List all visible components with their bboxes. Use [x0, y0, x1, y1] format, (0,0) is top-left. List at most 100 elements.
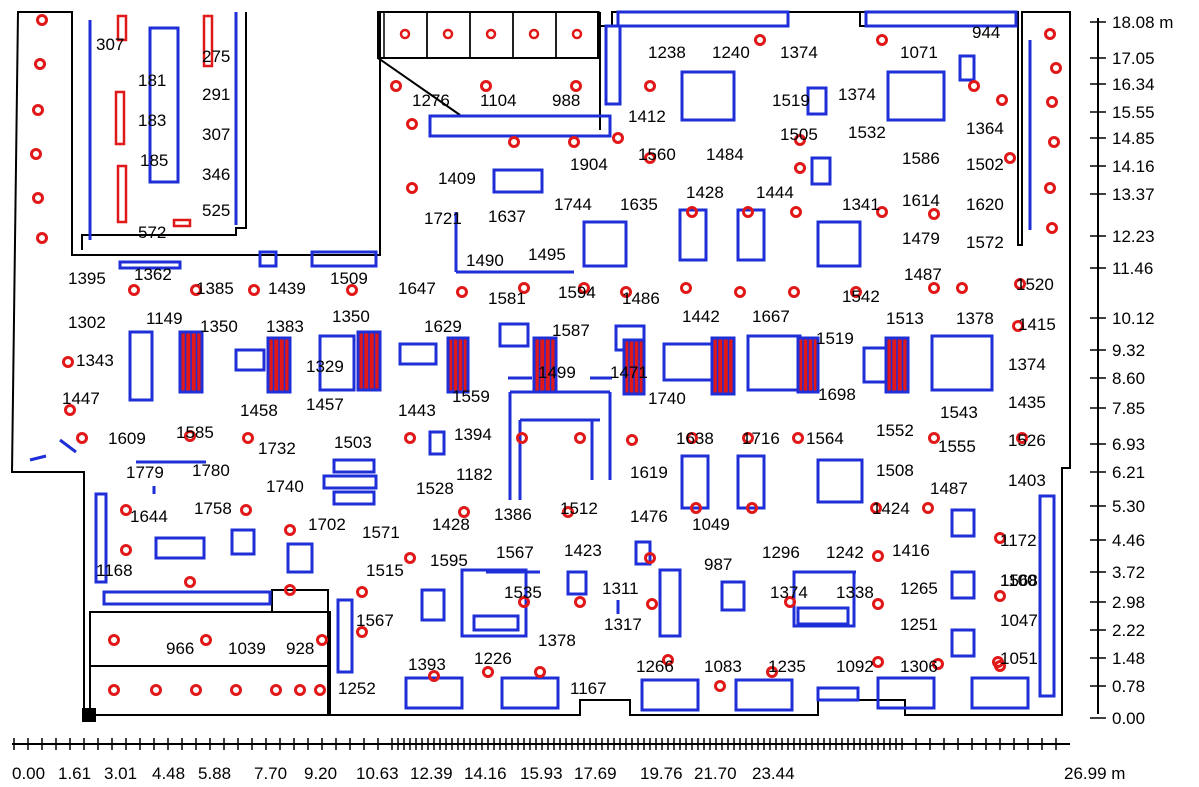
- room-label: 1716: [742, 429, 780, 448]
- room-label: 1378: [956, 309, 994, 328]
- chair-dot: [680, 282, 692, 294]
- chair-dot: [562, 506, 574, 518]
- table: [746, 334, 802, 392]
- room-label: 1581: [488, 289, 526, 308]
- table: [322, 474, 378, 490]
- chair-dot: [184, 430, 196, 442]
- chair-dot: [870, 502, 882, 514]
- chair-dot: [574, 432, 586, 444]
- room-label: 1499: [538, 363, 576, 382]
- chair-dot: [792, 432, 804, 444]
- chair-dot: [690, 502, 702, 514]
- room-label: 1495: [528, 245, 566, 264]
- chair-dot: [620, 286, 632, 298]
- room-label: 1338: [836, 583, 874, 602]
- table: [398, 342, 438, 366]
- room-label: 1572: [966, 233, 1004, 252]
- x-scale-label: 5.88: [198, 764, 231, 783]
- chair-block: [172, 218, 192, 228]
- room-label: 1758: [194, 499, 232, 518]
- chair-dot: [284, 584, 296, 596]
- room-label: 1238: [648, 43, 686, 62]
- room-label: 1306: [900, 657, 938, 676]
- room-label: 1635: [620, 195, 658, 214]
- y-scale-label: 6.93: [1112, 435, 1145, 454]
- room-label: 1457: [306, 395, 344, 414]
- room-label: 1594: [558, 283, 596, 302]
- y-scale-label: 5.30: [1112, 497, 1145, 516]
- room-label: 1487: [904, 265, 942, 284]
- table: [332, 458, 376, 474]
- table: [472, 614, 520, 632]
- room-label: 1779: [126, 463, 164, 482]
- table: [806, 86, 828, 116]
- room-label: 1415: [1018, 315, 1056, 334]
- table: [680, 454, 710, 510]
- chair-dot: [1014, 278, 1026, 290]
- room-label: 1702: [308, 515, 346, 534]
- room-label: 1509: [330, 269, 368, 288]
- seat-row: [884, 336, 910, 394]
- chair-dot: [518, 282, 530, 294]
- chair-dot: [200, 634, 212, 646]
- room-label: 1266: [636, 657, 674, 676]
- room-label: 1395: [68, 269, 106, 288]
- room-label: 1051: [1000, 649, 1038, 668]
- chair-dot: [390, 80, 402, 92]
- room-label: 1732: [258, 439, 296, 458]
- room-label: 1744: [554, 195, 592, 214]
- chair-dot: [32, 192, 44, 204]
- chair-dot: [784, 596, 796, 608]
- room-label: 1620: [966, 195, 1004, 214]
- room-label: 1317: [604, 615, 642, 634]
- room-label: 1039: [228, 639, 266, 658]
- room-label: 1780: [192, 461, 230, 480]
- chair-dot: [480, 80, 492, 92]
- table: [864, 10, 1018, 28]
- chair-dot: [458, 506, 470, 518]
- room-label: 1512: [560, 499, 598, 518]
- room-label: 1647: [398, 279, 436, 298]
- table: [94, 492, 108, 584]
- chair-dot: [872, 598, 884, 610]
- chair-dot: [284, 524, 296, 536]
- table: [310, 250, 378, 268]
- room-label: 944: [972, 23, 1000, 42]
- bottom-room-lower: [89, 665, 331, 716]
- chair-dot: [270, 684, 282, 696]
- x-scale-label: 15.93: [520, 764, 563, 783]
- room-label: 1667: [752, 307, 790, 326]
- room-label: 1049: [692, 515, 730, 534]
- room-label: 1416: [892, 541, 930, 560]
- table: [102, 590, 272, 606]
- chair-dot: [456, 286, 468, 298]
- room-label: 1486: [622, 289, 660, 308]
- x-scale-label: 1.61: [58, 764, 91, 783]
- room-label: 1532: [848, 123, 886, 142]
- room-label: 1609: [108, 429, 146, 448]
- room-label: 1526: [1008, 431, 1046, 450]
- table: [680, 70, 736, 122]
- seat-row: [796, 336, 820, 394]
- chair-block: [116, 164, 128, 224]
- table: [950, 628, 976, 658]
- room-label: 185: [140, 151, 168, 170]
- room-label: 1252: [338, 679, 376, 698]
- room-label: 1458: [240, 401, 278, 420]
- room-label: 1740: [266, 477, 304, 496]
- chair-dot: [1012, 320, 1024, 332]
- room-label: 1424: [872, 499, 910, 518]
- chair-dot: [508, 136, 520, 148]
- chair-dot: [30, 148, 42, 160]
- inner-room-wall: [81, 12, 247, 250]
- chair-dot: [516, 432, 528, 444]
- room-label: 987: [704, 555, 732, 574]
- chair-dot: [64, 404, 76, 416]
- room-label: 1104: [480, 91, 517, 110]
- chair-dot: [248, 284, 260, 296]
- room-label: 1568: [1000, 571, 1038, 590]
- chair-dot: [872, 550, 884, 562]
- room-label: 1350: [200, 317, 238, 336]
- room-label: 1343: [76, 351, 114, 370]
- y-scale-label: 17.05: [1112, 49, 1155, 68]
